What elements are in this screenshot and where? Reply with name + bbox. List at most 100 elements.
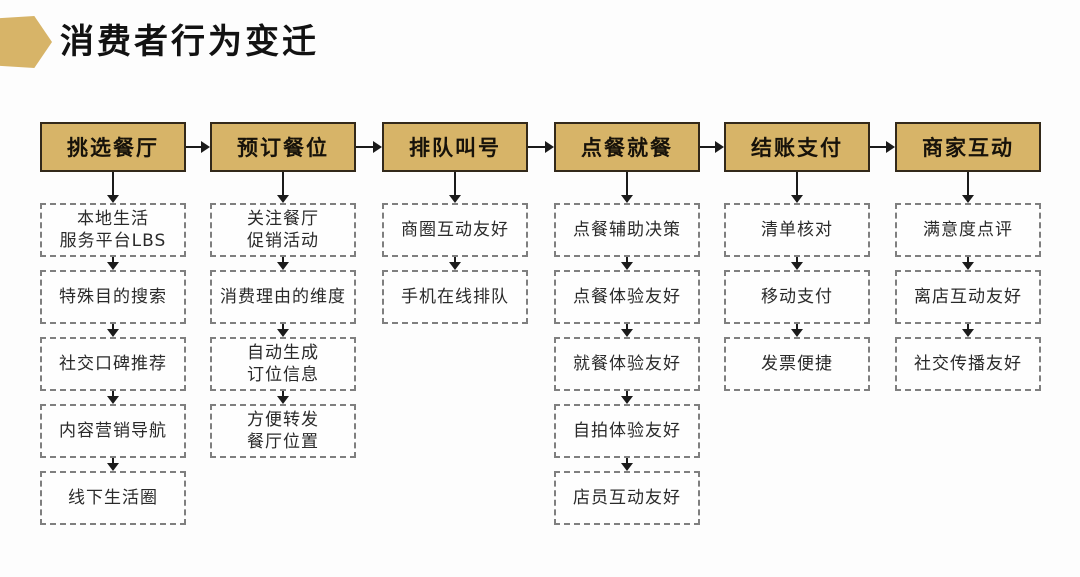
page-title: 消费者行为变迁 — [60, 22, 319, 62]
stage-box-4: 点餐就餐 — [554, 122, 700, 172]
arrow-head — [107, 396, 119, 404]
arrow-line — [282, 172, 284, 197]
arrow-head — [277, 195, 289, 203]
arrow-line — [528, 146, 547, 148]
flow-arrow-down-icon — [554, 391, 700, 404]
stage-arrow-right-icon — [186, 141, 210, 153]
flow-arrow-down-icon — [554, 458, 700, 471]
arrow-head — [545, 141, 554, 153]
arrow-head — [886, 141, 895, 153]
arrow-head — [107, 329, 119, 337]
arrow-head — [621, 262, 633, 270]
arrow-line — [454, 257, 456, 264]
item-box: 离店互动友好 — [895, 270, 1041, 324]
stage-arrow-right-icon — [870, 141, 895, 153]
arrow-line — [626, 324, 628, 331]
flow-arrow-down-icon — [382, 257, 528, 270]
arrow-head — [621, 195, 633, 203]
arrow-head — [621, 463, 633, 471]
flow-arrow-down-icon — [724, 257, 870, 270]
flow-arrow-down-icon — [724, 324, 870, 337]
item-box: 就餐体验友好 — [554, 337, 700, 391]
stage-arrow-right-icon — [700, 141, 724, 153]
arrow-line — [626, 257, 628, 264]
arrow-line — [282, 324, 284, 331]
arrow-line — [870, 146, 888, 148]
arrow-line — [356, 146, 375, 148]
arrow-head — [791, 195, 803, 203]
item-box: 关注餐厅 促销活动 — [210, 203, 356, 257]
arrow-head — [201, 141, 210, 153]
arrow-line — [112, 391, 114, 398]
arrow-line — [454, 172, 456, 197]
arrow-head — [107, 195, 119, 203]
flow-arrow-down-icon — [554, 324, 700, 337]
arrow-head — [715, 141, 724, 153]
arrow-line — [112, 172, 114, 197]
item-box: 线下生活圈 — [40, 471, 186, 525]
flow-column-5: 结账支付清单核对移动支付发票便捷 — [724, 122, 870, 391]
arrow-line — [796, 172, 798, 197]
arrow-line — [112, 324, 114, 331]
stage-arrow-right-icon — [356, 141, 382, 153]
item-box: 内容营销导航 — [40, 404, 186, 458]
arrow-line — [626, 391, 628, 398]
arrow-head — [962, 329, 974, 337]
item-box: 自拍体验友好 — [554, 404, 700, 458]
item-box: 方便转发 餐厅位置 — [210, 404, 356, 458]
arrow-line — [796, 324, 798, 331]
item-box: 发票便捷 — [724, 337, 870, 391]
flow-column-2: 预订餐位关注餐厅 促销活动消费理由的维度自动生成 订位信息方便转发 餐厅位置 — [210, 122, 356, 458]
item-box: 消费理由的维度 — [210, 270, 356, 324]
flow-arrow-down-icon — [724, 172, 870, 203]
arrow-line — [112, 458, 114, 465]
item-box: 社交传播友好 — [895, 337, 1041, 391]
item-box: 手机在线排队 — [382, 270, 528, 324]
item-box: 店员互动友好 — [554, 471, 700, 525]
item-box: 点餐体验友好 — [554, 270, 700, 324]
flow-arrow-down-icon — [895, 324, 1041, 337]
arrow-line — [967, 257, 969, 264]
arrow-line — [282, 391, 284, 398]
item-box: 移动支付 — [724, 270, 870, 324]
flow-arrow-down-icon — [895, 172, 1041, 203]
stage-box-3: 排队叫号 — [382, 122, 528, 172]
arrow-line — [112, 257, 114, 264]
flow-arrow-down-icon — [40, 257, 186, 270]
flow-arrow-down-icon — [382, 172, 528, 203]
arrow-head — [791, 262, 803, 270]
arrow-head — [277, 329, 289, 337]
arrow-head — [449, 262, 461, 270]
stage-arrow-right-icon — [528, 141, 554, 153]
flow-arrow-down-icon — [210, 257, 356, 270]
arrow-head — [962, 262, 974, 270]
flow-arrow-down-icon — [210, 391, 356, 404]
arrow-line — [282, 257, 284, 264]
arrow-head — [107, 262, 119, 270]
item-box: 清单核对 — [724, 203, 870, 257]
stage-box-5: 结账支付 — [724, 122, 870, 172]
arrow-line — [967, 324, 969, 331]
flow-arrow-down-icon — [895, 257, 1041, 270]
arrow-head — [107, 463, 119, 471]
arrow-head — [449, 195, 461, 203]
flow-arrow-down-icon — [40, 391, 186, 404]
flow-column-4: 点餐就餐点餐辅助决策点餐体验友好就餐体验友好自拍体验友好店员互动友好 — [554, 122, 700, 525]
item-box: 商圈互动友好 — [382, 203, 528, 257]
flow-arrow-down-icon — [40, 324, 186, 337]
arrow-head — [621, 396, 633, 404]
item-box: 点餐辅助决策 — [554, 203, 700, 257]
flow-arrow-down-icon — [40, 172, 186, 203]
flow-arrow-down-icon — [210, 172, 356, 203]
arrow-head — [373, 141, 382, 153]
stage-box-6: 商家互动 — [895, 122, 1041, 172]
arrow-head — [791, 329, 803, 337]
flow-arrow-down-icon — [554, 172, 700, 203]
flow-column-6: 商家互动满意度点评离店互动友好社交传播友好 — [895, 122, 1041, 391]
flow-arrow-down-icon — [210, 324, 356, 337]
arrow-line — [186, 146, 203, 148]
arrow-head — [277, 396, 289, 404]
item-box: 特殊目的搜索 — [40, 270, 186, 324]
